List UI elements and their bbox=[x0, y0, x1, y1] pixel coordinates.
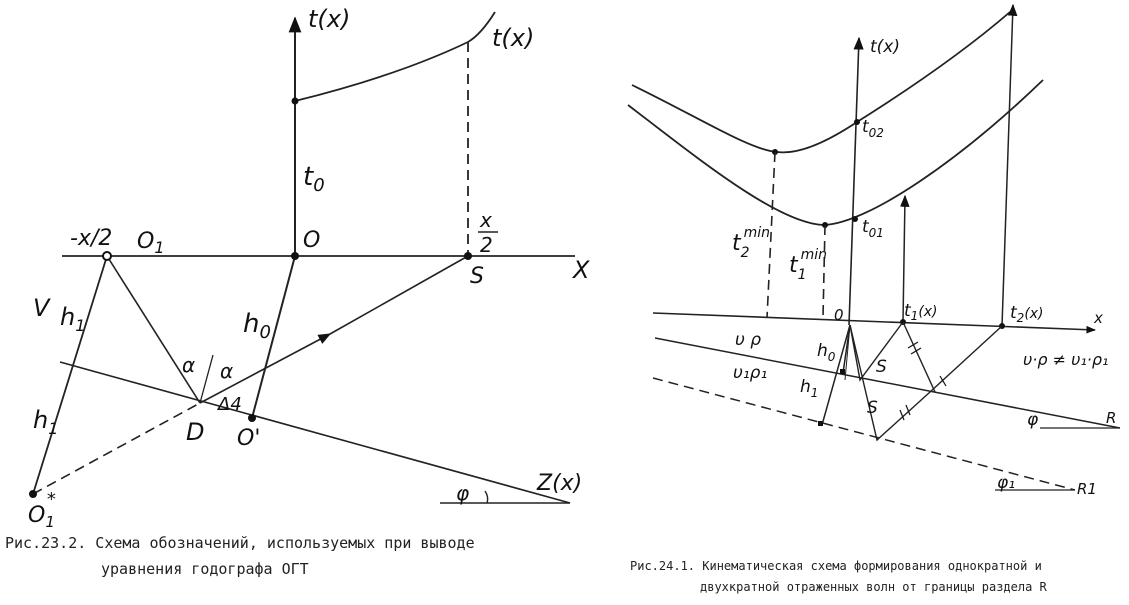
right-label-t-axis: t(x) bbox=[870, 37, 900, 57]
right-label-s-upper: S bbox=[876, 357, 887, 377]
right-label-phi: φ bbox=[1027, 410, 1039, 430]
right-label-t1x: t1(x) bbox=[904, 301, 938, 323]
left-reflector bbox=[59, 361, 571, 504]
right-dashed-t2min bbox=[766, 151, 776, 319]
left-point-o bbox=[291, 252, 299, 260]
right-diagram: t(x) t02 t01 t2min t1min 0 t1(x) t2(x) x… bbox=[627, 3, 1121, 594]
right-curve-single bbox=[627, 79, 1044, 226]
left-label-d: D bbox=[186, 418, 204, 446]
left-label-t0: t0 bbox=[303, 162, 325, 196]
left-caption-line1: Рис.23.2. Схема обозначений, используемы… bbox=[5, 534, 475, 552]
left-label-alpha-right: α bbox=[220, 359, 233, 383]
right-ray-ticks bbox=[899, 341, 947, 421]
right-label-h0: h0 bbox=[817, 341, 836, 364]
right-label-t1min: t1min bbox=[789, 247, 827, 283]
left-label-x-half-den: 2 bbox=[480, 233, 493, 257]
right-label-v-rho: υ ρ bbox=[735, 330, 761, 350]
left-label-x-axis: X bbox=[571, 256, 590, 284]
left-incident-ray bbox=[106, 255, 201, 404]
left-point-t0 bbox=[291, 97, 299, 105]
right-label-phi1: φ₁ bbox=[997, 473, 1015, 493]
left-label-h1-top: h1 bbox=[60, 303, 85, 335]
right-arrow-t2x bbox=[1001, 3, 1018, 327]
left-label-o-prime: O' bbox=[237, 426, 260, 451]
right-caption-line2: двухкратной отраженных волн от границы р… bbox=[700, 580, 1048, 594]
left-label-minus-x-half: -x/2 bbox=[70, 226, 112, 251]
left-label-o1-star: O1* bbox=[28, 489, 56, 531]
right-label-inequality: υ·ρ ≠ υ₁·ρ₁ bbox=[1023, 350, 1108, 369]
left-label-v: V bbox=[33, 294, 51, 322]
left-label-alpha-left: α bbox=[182, 353, 195, 377]
left-point-s bbox=[464, 252, 472, 260]
right-t-axis bbox=[848, 36, 864, 326]
right-h0-foot bbox=[840, 369, 845, 374]
right-label-t02: t02 bbox=[862, 117, 884, 140]
left-image-ray bbox=[32, 402, 201, 495]
left-label-x-half-num: x bbox=[479, 208, 492, 232]
left-h0-line bbox=[251, 255, 296, 419]
right-label-t2min: t2min bbox=[732, 225, 770, 261]
right-dashed-t1min bbox=[822, 224, 826, 319]
right-label-s-lower: S bbox=[867, 398, 878, 418]
right-ray-cross bbox=[902, 321, 936, 393]
right-curve-double bbox=[631, 11, 1011, 154]
left-diagram: t(x) t(x) t0 -x/2 O1 O x 2 S X V h1 h1 h… bbox=[5, 5, 590, 578]
left-label-t-axis: t(x) bbox=[308, 5, 350, 33]
right-h1-foot bbox=[818, 421, 823, 426]
right-point-t02 bbox=[854, 119, 860, 125]
left-label-o1: O1 bbox=[137, 229, 165, 257]
right-x-axis bbox=[652, 312, 1096, 334]
right-h1-normal bbox=[821, 324, 851, 426]
left-point-o1-star bbox=[29, 490, 37, 498]
right-caption-line1: Рис.24.1. Кинематическая схема формирова… bbox=[630, 559, 1042, 573]
right-boundary-r1 bbox=[652, 377, 1076, 491]
left-caption-line2: уравнения годографа ОГТ bbox=[101, 560, 309, 578]
left-phi-arc bbox=[484, 490, 489, 504]
right-label-x-axis: x bbox=[1093, 309, 1103, 327]
left-label-h1-bottom: h1 bbox=[33, 406, 58, 438]
left-label-h0: h0 bbox=[243, 309, 271, 343]
right-label-v1-rho1: υ₁ρ₁ bbox=[733, 363, 767, 383]
right-ray-single bbox=[849, 321, 904, 382]
left-reflected-ray-tail bbox=[329, 255, 469, 335]
right-label-r1: R1 bbox=[1077, 480, 1097, 498]
left-traveltime-curve bbox=[294, 11, 496, 102]
left-normal bbox=[199, 354, 214, 404]
right-ray-return bbox=[844, 324, 851, 381]
left-h1-line bbox=[32, 255, 108, 495]
right-label-t2x: t2(x) bbox=[1010, 303, 1044, 325]
right-label-r: R bbox=[1106, 409, 1116, 427]
right-point-t01 bbox=[852, 216, 858, 222]
left-label-z: Z(x) bbox=[536, 471, 582, 496]
left-label-delta: Δ4 bbox=[216, 394, 242, 415]
left-point-minus-x-half bbox=[102, 251, 112, 261]
left-label-o: O bbox=[303, 228, 320, 253]
right-boundary-r bbox=[654, 337, 1121, 429]
right-arrow-t1x bbox=[900, 194, 910, 323]
left-label-s: S bbox=[470, 264, 484, 289]
right-label-o: 0 bbox=[834, 306, 844, 324]
right-label-t01: t01 bbox=[862, 217, 884, 240]
left-label-t-curve: t(x) bbox=[492, 24, 534, 52]
left-point-o-prime bbox=[248, 414, 256, 422]
right-ray-double bbox=[849, 324, 1003, 442]
right-label-h1: h1 bbox=[800, 377, 818, 400]
left-label-phi: φ bbox=[456, 481, 469, 505]
